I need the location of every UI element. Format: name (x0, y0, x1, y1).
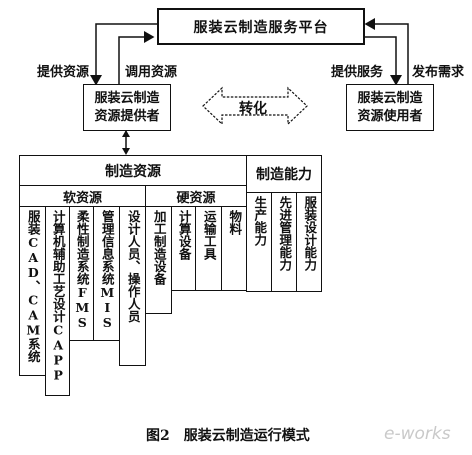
soft-item-fms: 柔性制造系统FMS (69, 206, 94, 341)
soft-item-label: 服装CAD、CAM系统 (25, 210, 41, 363)
transform-label: 转化 (239, 101, 267, 117)
provide-service-label: 提供服务 (331, 65, 384, 80)
hard-item-processing-equipment: 加工制造设备 (145, 206, 172, 314)
soft-item-label: 柔性制造系统FMS (74, 210, 90, 330)
hard-item-label: 物料 (227, 210, 243, 235)
transform-arrow (202, 86, 308, 126)
soft-item-cad-cam: 服装CAD、CAM系统 (19, 206, 46, 376)
user-box: 服装云制造 资源使用者 (346, 84, 434, 131)
hard-item-materials: 物料 (221, 206, 247, 291)
soft-item-label: 设计人员、操作人员 (125, 210, 141, 323)
soft-item-mis: 管理信息系统MIS (93, 206, 120, 341)
user-line2: 资源使用者 (357, 108, 423, 124)
invoke-resource-label: 调用资源 (125, 65, 178, 80)
capability-item-production: 生产能力 (246, 192, 272, 292)
hard-item-transport: 运输工具 (195, 206, 222, 291)
capability-item-label: 先进管理能力 (277, 196, 293, 271)
capability-item-design: 服装设计能力 (296, 192, 322, 292)
provider-box: 服装云制造 资源提供者 (83, 84, 171, 131)
soft-resources-header: 软资源 (19, 185, 146, 207)
watermark-logo: e-works (384, 424, 451, 444)
soft-resources-title: 软资源 (62, 190, 102, 206)
capability-title: 制造能力 (256, 167, 312, 183)
provide-service-arrow (362, 36, 402, 86)
hard-item-label: 计算设备 (176, 210, 192, 260)
soft-item-personnel: 设计人员、操作人员 (119, 206, 146, 366)
capability-item-label: 生产能力 (252, 196, 268, 246)
publish-demand-label: 发布需求 (412, 65, 465, 80)
figure-caption: 图2 服装云制造运行模式 (146, 428, 310, 444)
hard-resources-title: 硬资源 (176, 190, 216, 206)
capability-item-management: 先进管理能力 (271, 192, 297, 292)
provide-resource-label: 提供资源 (37, 65, 90, 80)
hard-resources-header: 硬资源 (145, 185, 247, 207)
hard-item-computing-equipment: 计算设备 (171, 206, 196, 291)
platform-title: 服装云制造服务平台 (193, 19, 329, 36)
platform-box: 服装云制造服务平台 (157, 8, 365, 45)
capability-header: 制造能力 (246, 155, 322, 193)
capability-item-label: 服装设计能力 (302, 196, 318, 271)
provider-line2: 资源提供者 (94, 108, 160, 124)
soft-item-label: 管理信息系统MIS (99, 210, 115, 330)
resources-title: 制造资源 (105, 163, 161, 180)
resources-header: 制造资源 (19, 155, 247, 186)
soft-item-capp: 计算机辅助工艺设计CAPP (45, 206, 70, 396)
user-line1: 服装云制造 (357, 90, 423, 106)
provider-line1: 服装云制造 (94, 90, 160, 106)
publish-demand-arrow (364, 18, 409, 84)
invoke-resource-arrow (118, 31, 155, 84)
hard-item-label: 运输工具 (201, 210, 217, 260)
hard-item-label: 加工制造设备 (151, 210, 167, 285)
soft-item-label: 计算机辅助工艺设计CAPP (50, 210, 66, 383)
provide-resource-arrow (90, 23, 157, 86)
